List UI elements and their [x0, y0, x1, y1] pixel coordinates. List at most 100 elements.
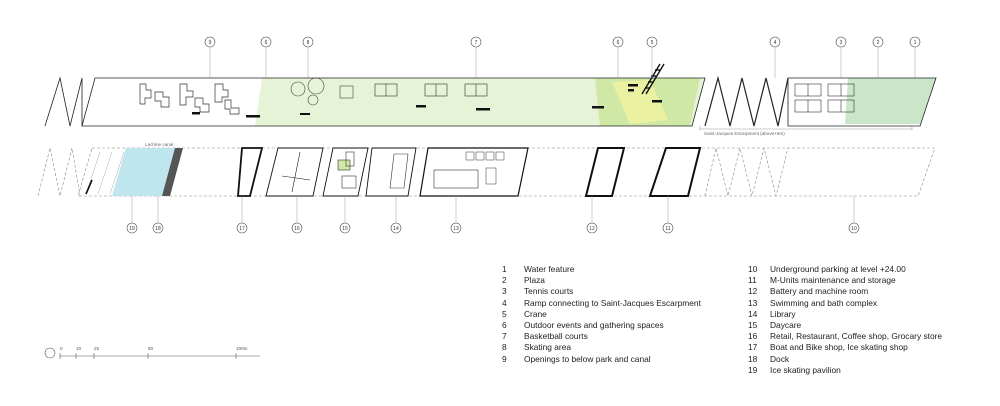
plaza-outline [787, 77, 937, 127]
svg-text:1: 1 [914, 40, 917, 46]
legend-item: 9 Openings to below park and canal [502, 354, 701, 365]
skating-circles [290, 77, 354, 106]
svg-text:14: 14 [393, 226, 399, 232]
marker-bottom-18: 18 [152, 222, 164, 234]
marker-top-6: 6 [612, 36, 624, 48]
marker-top-4: 4 [769, 36, 781, 48]
marker-top-6: 6 [260, 36, 272, 48]
legend-number: 11 [748, 275, 757, 286]
legend-text: M-Units maintenance and storage [770, 275, 896, 286]
legend-text: Battery and machine room [770, 286, 869, 297]
legend-text: Ramp connecting to Saint-Jacques Escarpm… [524, 297, 701, 308]
svg-text:10: 10 [851, 226, 857, 232]
svg-text:6: 6 [265, 40, 268, 46]
marker-bottom-16: 16 [291, 222, 303, 234]
retail-block [265, 147, 324, 197]
scale-tick-label: 25 [94, 346, 100, 351]
legend-text: Skating area [524, 342, 572, 353]
marker-bottom-15: 15 [339, 222, 351, 234]
leader-lines [131, 47, 916, 223]
legend-text: Plaza [524, 275, 545, 286]
svg-text:8: 8 [307, 40, 310, 46]
marker-bottom-14: 14 [390, 222, 402, 234]
legend-text: Dock [770, 353, 790, 364]
svg-text:7: 7 [475, 40, 478, 46]
legend-number: 19 [748, 364, 758, 375]
furniture-marks [192, 84, 662, 118]
marker-top-8: 8 [302, 36, 314, 48]
legend-item: 8 Skating area [502, 342, 701, 353]
marker-top-7: 7 [470, 36, 482, 48]
dock-edge [162, 148, 183, 196]
legend-text: Openings to below park and canal [524, 353, 651, 364]
legend-number: 1 [502, 264, 507, 274]
legend-text: Library [770, 308, 796, 319]
basketball-courts [374, 83, 488, 97]
marker-top-9: 9 [204, 36, 216, 48]
legend-number: 2 [502, 275, 507, 286]
legend-number: 5 [502, 308, 507, 319]
marker-top-5: 5 [646, 36, 658, 48]
legend-item: 11 M-Units maintenance and storage [748, 275, 942, 286]
legend-text: Water feature [524, 264, 575, 274]
upper-strip [44, 63, 937, 127]
svg-text:13: 13 [453, 226, 459, 232]
opening-maze [139, 83, 240, 115]
svg-text:9: 9 [209, 40, 212, 46]
legend-item: 2 Plaza [502, 275, 701, 286]
marker-bottom-12: 12 [586, 222, 598, 234]
marker-bottom-19: 19 [126, 222, 138, 234]
legend-number: 16 [748, 331, 758, 342]
svg-text:19: 19 [129, 226, 135, 232]
legend-number: 15 [748, 320, 758, 331]
marker-bottom-10: 10 [848, 222, 860, 234]
escarpment-bracket: Saint-Jacques Escarpment (above+6m) [699, 126, 913, 136]
dock-water [112, 148, 175, 196]
legend-text: Boat and Bike shop, Ice skating shop [770, 342, 908, 353]
scale-tick-label: 0 [60, 346, 63, 351]
svg-text:11: 11 [665, 226, 670, 232]
legend-text: Daycare [770, 320, 802, 331]
bottom-markers: 19 18 17 16 15 14 13 12 11 10 [126, 222, 860, 234]
svg-text:17: 17 [239, 226, 245, 232]
legend-text: Ice skating pavilion [770, 364, 841, 375]
svg-text:5: 5 [651, 40, 654, 46]
lower-ramp-zigzag [704, 147, 789, 197]
legend-item: 19 Ice skating pavilion [748, 365, 942, 376]
scale-tick-label: 10 [76, 346, 82, 351]
lower-left-zigzag [37, 147, 81, 197]
legend-text: Tennis courts [524, 286, 574, 297]
legend-number: 12 [748, 286, 758, 297]
legend-number: 13 [748, 297, 758, 308]
legend-text: Basketball courts [524, 331, 588, 342]
legend-item: 4 Ramp connecting to Saint-Jacques Escarp… [502, 298, 701, 309]
svg-text:16: 16 [294, 226, 300, 232]
canal-label: Lachine canal [145, 142, 173, 147]
legend-number: 9 [502, 353, 507, 364]
park-green-area [255, 78, 705, 126]
legend-text: Swimming and bath complex [770, 297, 878, 308]
battery-room [584, 147, 626, 197]
ramp-zigzag [704, 75, 789, 127]
marker-top-2: 2 [872, 36, 884, 48]
scale-tick-label: 50 [148, 346, 154, 351]
pavilion-entry [85, 179, 93, 195]
marker-top-1: 1 [909, 36, 921, 48]
escarpment-label: Saint-Jacques Escarpment (above+6m) [704, 131, 785, 136]
legend-number: 8 [502, 342, 507, 353]
swimming-complex [419, 147, 529, 197]
legend-item: 15 Daycare [748, 320, 942, 331]
legend-number: 4 [502, 297, 507, 308]
left-zigzag [44, 76, 83, 127]
legend-text: Outdoor events and gathering spaces [524, 320, 664, 331]
crane [641, 63, 665, 95]
svg-text:2: 2 [877, 40, 880, 46]
svg-text:15: 15 [342, 226, 348, 232]
